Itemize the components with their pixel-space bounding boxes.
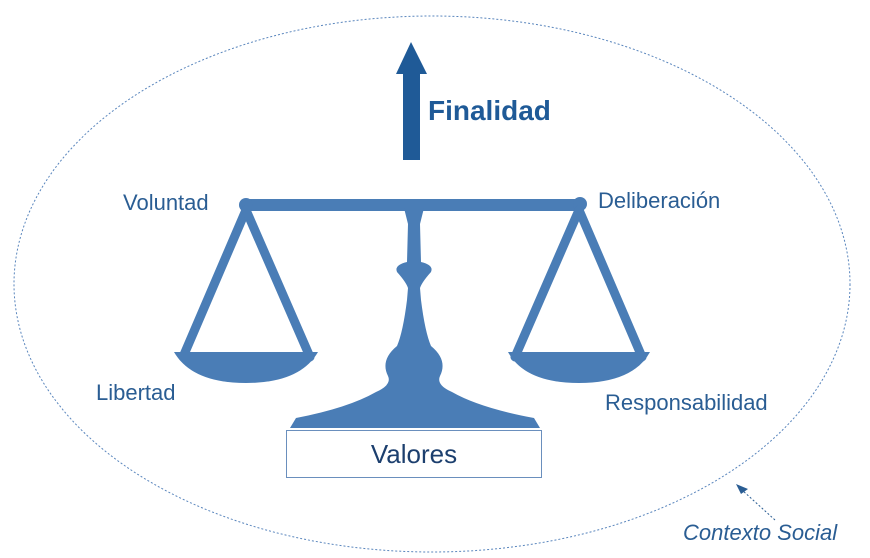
context-social-ellipse xyxy=(13,15,851,553)
valores-label: Valores xyxy=(370,438,458,469)
voluntad-label: Voluntad xyxy=(123,190,209,215)
responsabilidad-label: Responsabilidad xyxy=(605,390,768,415)
valores-box: Valores xyxy=(286,430,542,478)
libertad-label: Libertad xyxy=(96,380,176,405)
contexto-social-label: Contexto Social xyxy=(683,520,838,545)
context-pointer-arrow xyxy=(736,484,776,521)
up-arrow-icon xyxy=(396,42,427,160)
balance-scale-icon xyxy=(174,197,650,428)
deliberacion-label: Deliberación xyxy=(598,188,721,213)
finalidad-label: Finalidad xyxy=(428,95,551,126)
